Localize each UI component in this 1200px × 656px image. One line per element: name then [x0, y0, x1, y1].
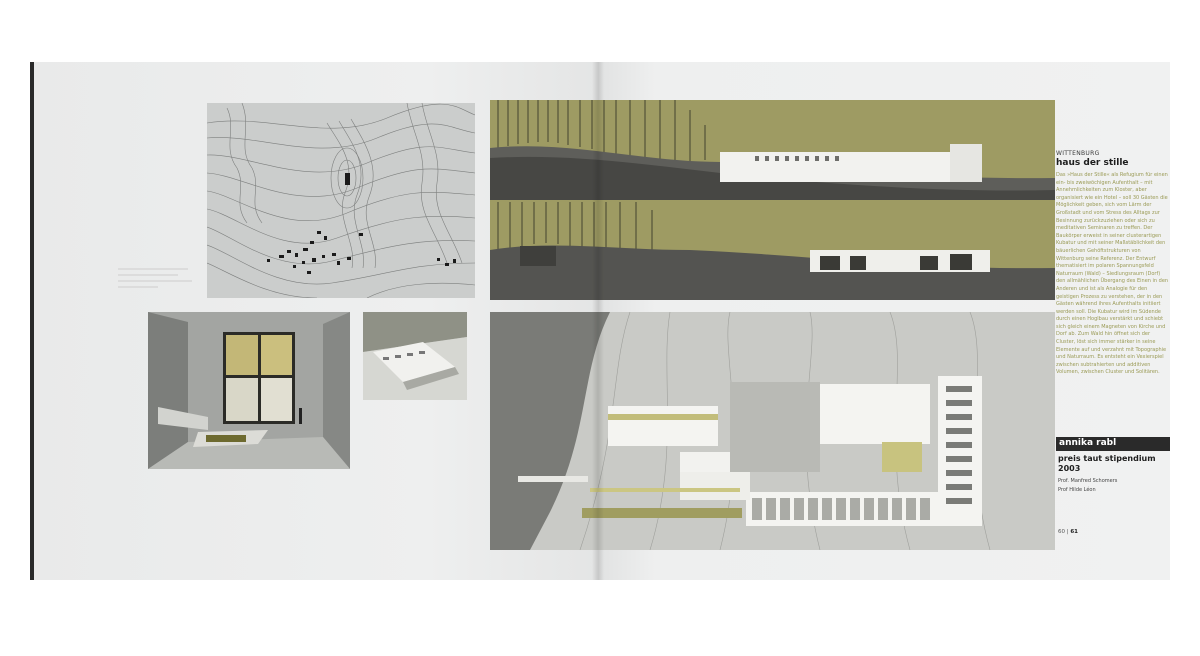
book-gutter	[592, 62, 604, 580]
article-kicker: WITTENBURG	[1056, 150, 1100, 157]
page-number-right: 61	[1070, 529, 1079, 535]
professor-2: Prof Hilde Léon	[1058, 487, 1096, 493]
award-title: preis taut stipendium 2003	[1058, 454, 1170, 474]
article-text-column: WITTENBURG haus der stille Das »Haus der…	[1056, 150, 1170, 377]
model-photo	[363, 312, 467, 400]
page-number-left: 60	[1058, 529, 1065, 535]
professor-1: Prof. Manfred Schomers	[1058, 478, 1118, 484]
award-line-2: 2003	[1058, 464, 1081, 473]
article-body: Das »Haus der Stille« als Refugium für e…	[1056, 172, 1169, 376]
site-plan-drawing	[207, 103, 475, 298]
section-elevation-drawing	[490, 100, 1055, 300]
left-page-ghost-text	[118, 268, 198, 292]
author-band: annika rabl	[1056, 437, 1170, 451]
award-line-1: preis taut stipendium	[1058, 454, 1156, 463]
interior-render-photo	[148, 312, 350, 469]
page-numbers: 60 | 61	[1058, 529, 1078, 535]
page-number-separator: |	[1066, 529, 1069, 535]
page-edge	[30, 62, 34, 580]
floor-plan-drawing	[490, 312, 1055, 550]
article-title: haus der stille	[1056, 158, 1129, 168]
author-name: annika rabl	[1059, 438, 1117, 448]
